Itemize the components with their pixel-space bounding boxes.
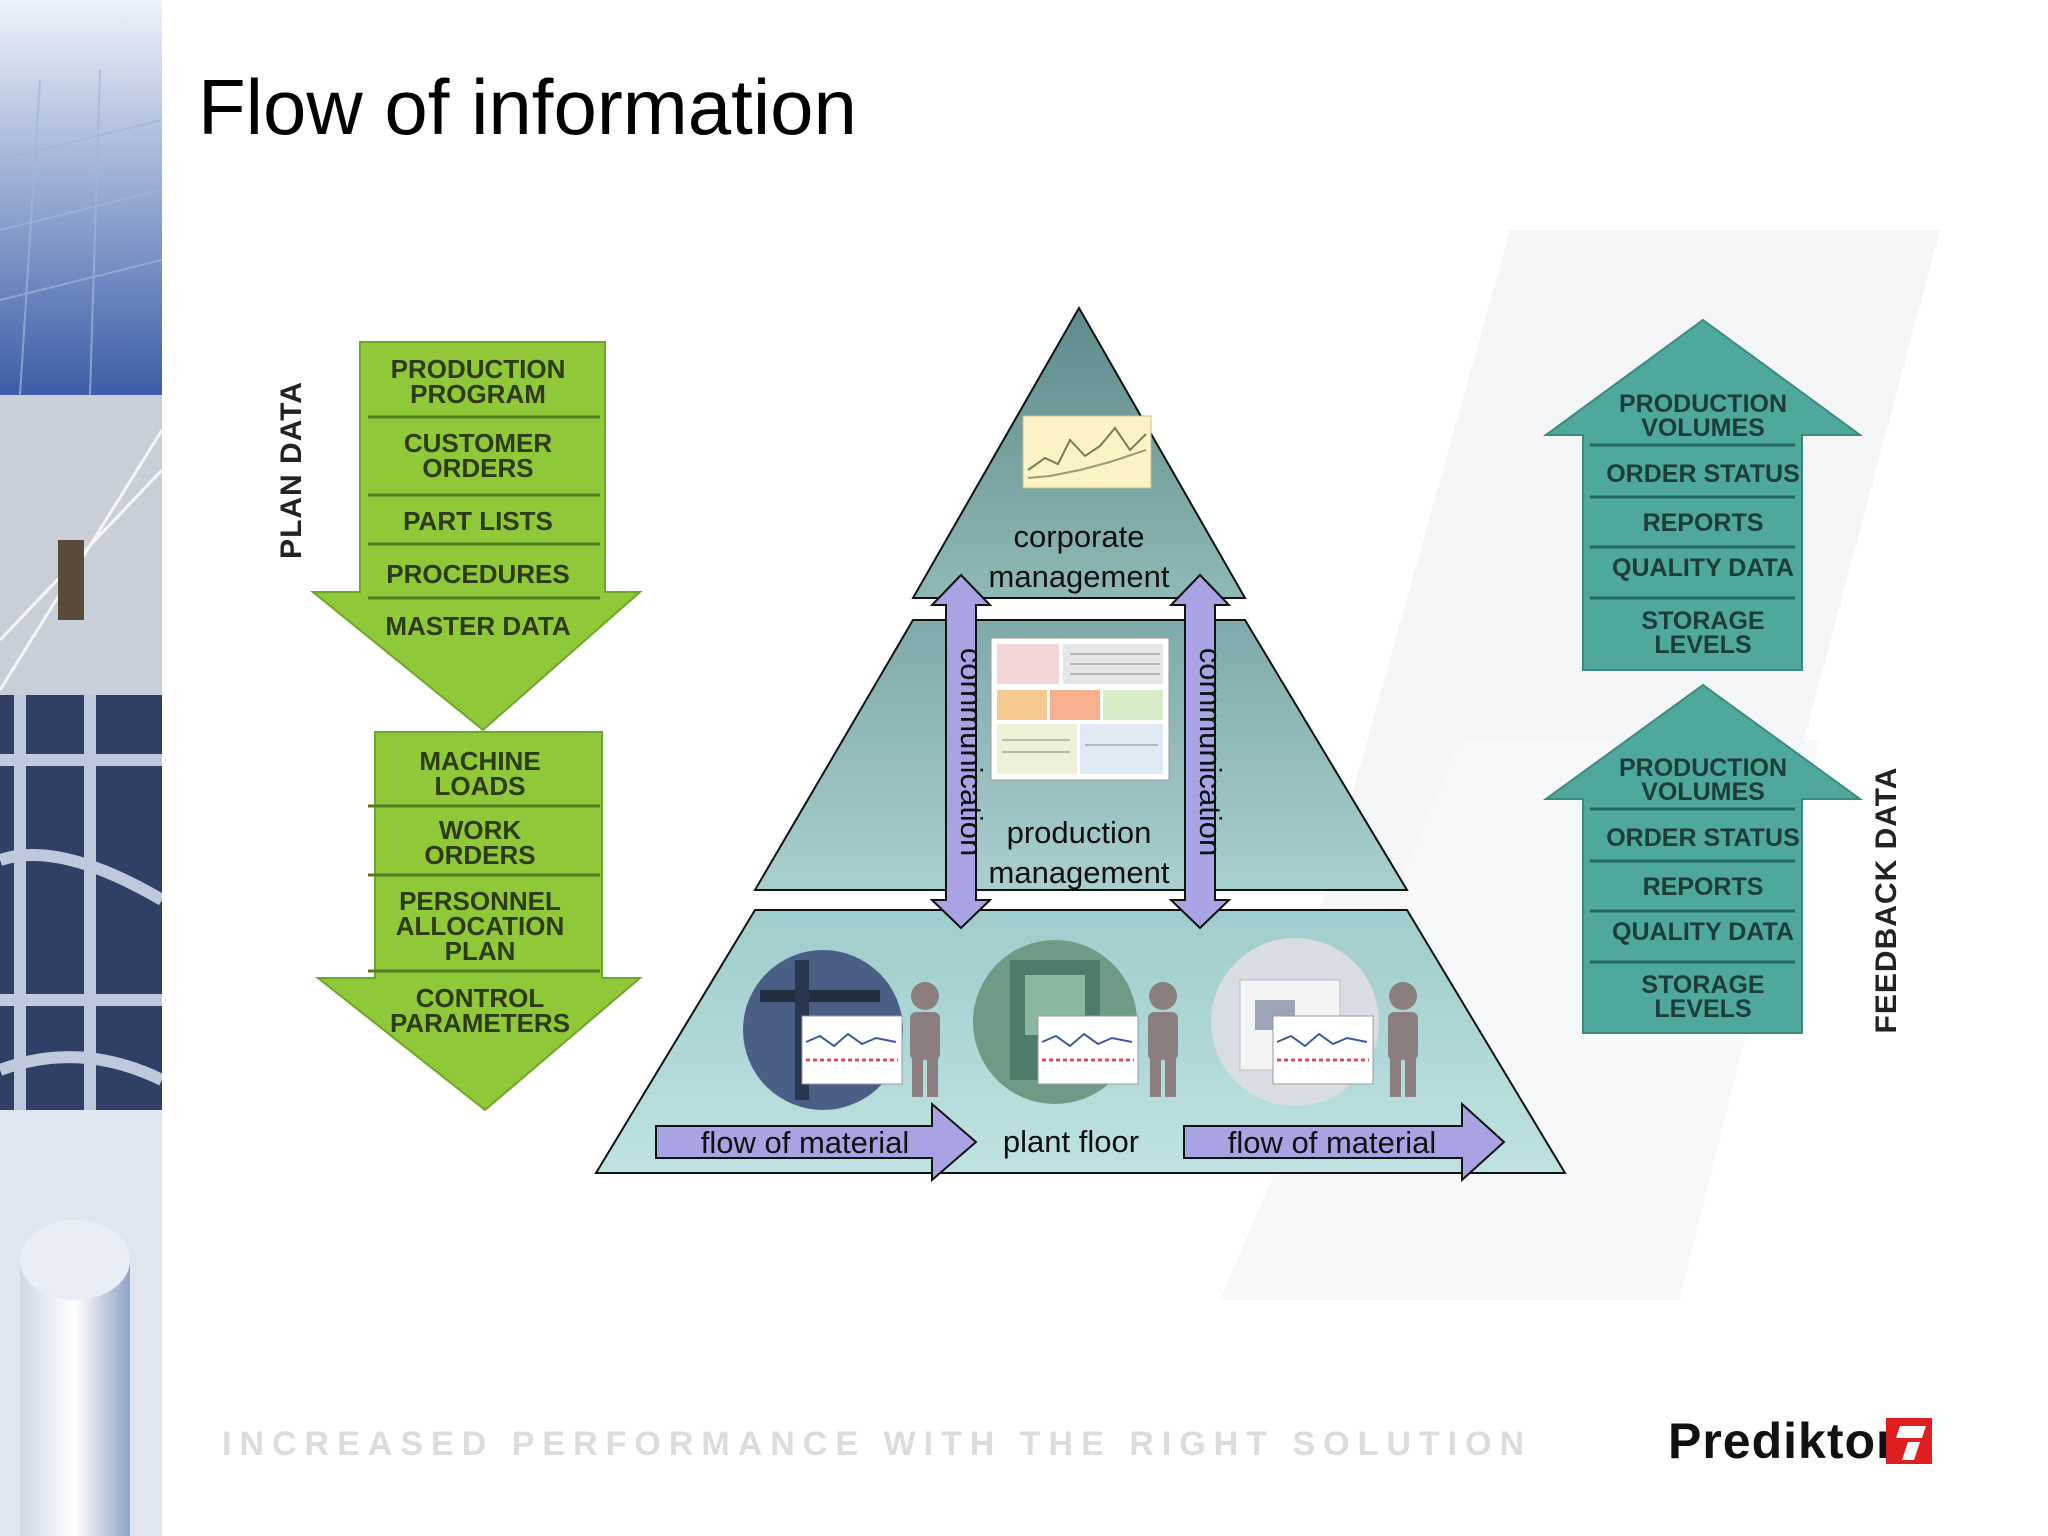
corporate-label: corporate	[1014, 519, 1145, 554]
footer-tagline: INCREASED PERFORMANCE WITH THE RIGHT SOL…	[222, 1425, 1533, 1463]
corporate-chart-image	[1022, 415, 1152, 489]
plan-item: LOADS	[435, 771, 526, 801]
worker-figures	[910, 982, 1418, 1097]
plan-item: PRODUCTION	[391, 354, 566, 384]
feedback-item: REPORTS	[1643, 873, 1764, 901]
photo-strip	[0, 0, 162, 1536]
plan-item: CONTROL	[416, 983, 545, 1013]
person-icon	[910, 982, 940, 1097]
trend-screen-2	[1037, 1015, 1139, 1085]
brand-logo-icon	[1886, 1418, 1932, 1464]
plan-item: PARAMETERS	[390, 1008, 570, 1038]
feedback-item: PRODUCTION	[1619, 390, 1787, 418]
feedback-item: REPORTS	[1643, 509, 1764, 537]
person-icon	[1148, 982, 1178, 1097]
communication-arrow-left	[929, 573, 993, 930]
feedback-item: VOLUMES	[1641, 778, 1765, 806]
trend-screen-3	[1272, 1015, 1374, 1085]
plant-floor-label: plant floor	[1003, 1124, 1139, 1159]
feedback-item: VOLUMES	[1641, 414, 1765, 442]
pyramid: corporate management production management…	[594, 305, 1567, 1183]
plan-item: ALLOCATION	[396, 911, 565, 941]
feedback-item: ORDER STATUS	[1606, 460, 1800, 488]
plan-item: MASTER DATA	[385, 611, 571, 641]
production-label: production	[1007, 815, 1152, 850]
flow-material-label-left: flow of material	[701, 1125, 909, 1160]
production-screen-image	[990, 637, 1170, 781]
plan-item: WORK	[439, 815, 522, 845]
worker-figure	[58, 540, 84, 620]
corporate-label: management	[989, 559, 1170, 594]
feedback-item: PRODUCTION	[1619, 754, 1787, 782]
feedback-arrow-bottom	[1542, 683, 1864, 1034]
flow-material-label-right: flow of material	[1228, 1125, 1436, 1160]
plan-arrow-bottom	[315, 731, 643, 1112]
plan-item: ORDERS	[422, 453, 533, 483]
feedback-item: STORAGE	[1641, 607, 1764, 635]
feedback-item: STORAGE	[1641, 971, 1764, 999]
plan-item: PERSONNEL	[399, 886, 561, 916]
feedback-arrow-top	[1542, 318, 1864, 671]
feedback-item: LEVELS	[1654, 631, 1751, 659]
plan-item: ORDERS	[424, 840, 535, 870]
flow-arrow-right	[1183, 1101, 1506, 1183]
brand-name: Prediktor	[1668, 1413, 1897, 1469]
feedback-item: QUALITY DATA	[1612, 554, 1794, 582]
communication-label-left: communication	[954, 648, 989, 856]
feedback-item: ORDER STATUS	[1606, 824, 1800, 852]
flow-arrow-left	[655, 1101, 978, 1183]
plan-item: PROGRAM	[410, 379, 546, 409]
feedback-data-label: FEEDBACK DATA	[1870, 766, 1903, 1034]
plan-item: MACHINE	[419, 746, 540, 776]
production-label: management	[989, 855, 1170, 890]
person-icon	[1388, 982, 1418, 1097]
plan-item: PART LISTS	[403, 506, 553, 536]
communication-label-right: communication	[1193, 648, 1228, 856]
communication-arrow-right	[1168, 573, 1232, 930]
plan-item: PROCEDURES	[386, 559, 569, 589]
feedback-item: QUALITY DATA	[1612, 918, 1794, 946]
plan-arrow-top	[310, 341, 643, 732]
plan-item: CUSTOMER	[404, 428, 553, 458]
slide-title: Flow of information	[198, 63, 857, 151]
trend-screen-1	[801, 1015, 903, 1085]
feedback-item: LEVELS	[1654, 995, 1751, 1023]
plan-item: PLAN	[445, 936, 516, 966]
